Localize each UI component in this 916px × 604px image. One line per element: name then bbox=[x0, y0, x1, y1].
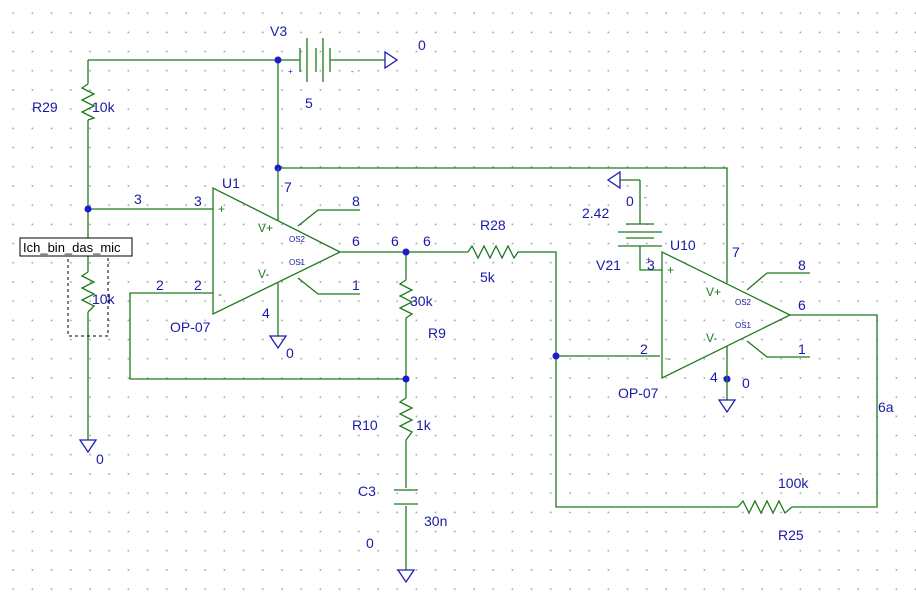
resistor-r9[interactable]: 30k R9 bbox=[398, 279, 446, 341]
u10-triangle bbox=[661, 250, 792, 380]
junction-dot bbox=[84, 205, 92, 213]
r29-ref: R29 bbox=[32, 99, 58, 115]
r25-ref: R25 bbox=[778, 527, 804, 543]
r10-value: 1k bbox=[416, 417, 432, 433]
u10-in-plus: + bbox=[667, 263, 674, 277]
u1-model: OP-07 bbox=[170, 319, 211, 335]
u10-pin2: 2 bbox=[640, 341, 648, 357]
mic-label: Ich_bin_das_mic bbox=[23, 240, 121, 255]
r9-ref: R9 bbox=[428, 325, 446, 341]
net6-label-b: 6 bbox=[423, 233, 431, 249]
junction-dot bbox=[402, 375, 410, 383]
net3-label: 3 bbox=[134, 191, 142, 207]
net6-label-a: 6 bbox=[391, 233, 399, 249]
r29-value: 10k bbox=[92, 99, 116, 115]
r10-ref: R10 bbox=[352, 417, 378, 433]
r28-ref: R28 bbox=[480, 217, 506, 233]
v3-value: 5 bbox=[305, 95, 313, 111]
junction-dot bbox=[552, 352, 560, 360]
u1-pin4: 4 bbox=[262, 305, 270, 321]
ground-v3[interactable]: 0 bbox=[384, 37, 426, 70]
u10-os1: OS1 bbox=[735, 321, 752, 330]
ground-u10[interactable]: 0 bbox=[717, 375, 750, 414]
u1-vplus: V+ bbox=[258, 221, 273, 235]
u10-pin4: 4 bbox=[710, 369, 718, 385]
ground-u10-label: 0 bbox=[742, 375, 750, 391]
ground-u1[interactable]: 0 bbox=[268, 335, 294, 361]
u10-pin7: 7 bbox=[732, 244, 740, 260]
r28-value: 5k bbox=[480, 269, 496, 285]
wire-r28-r25[interactable] bbox=[518, 251, 738, 508]
net2-label: 2 bbox=[156, 277, 164, 293]
u1-os1: OS1 bbox=[289, 258, 306, 267]
c3-node-label: 0 bbox=[366, 535, 374, 551]
resistor-r25[interactable]: 100k R25 bbox=[737, 475, 809, 543]
wire-net2-feedback[interactable] bbox=[129, 292, 406, 380]
u10-in-minus: - bbox=[667, 351, 671, 365]
net6a-label: 6a bbox=[878, 399, 894, 415]
v3-plus: + bbox=[288, 67, 293, 76]
r25-value: 100k bbox=[778, 475, 809, 491]
mic-component[interactable]: Ich_bin_das_mic 10k bbox=[19, 237, 133, 337]
u10-os2: OS2 bbox=[735, 298, 752, 307]
junction-dot bbox=[402, 248, 410, 256]
u1-ref: U1 bbox=[222, 175, 240, 191]
ground-mic[interactable]: 0 bbox=[78, 439, 104, 467]
u1-pin3: 3 bbox=[194, 193, 202, 209]
junction-dot bbox=[274, 56, 282, 64]
u1-pin2: 2 bbox=[194, 277, 202, 293]
ground-v21-label: 0 bbox=[626, 193, 634, 209]
mic-dashed-box bbox=[67, 255, 109, 337]
resistor-r28[interactable]: R28 5k bbox=[467, 217, 519, 285]
u1-in-plus: + bbox=[218, 202, 225, 216]
ground-v21[interactable]: 0 bbox=[606, 170, 634, 209]
c3-ref: C3 bbox=[358, 483, 376, 499]
wires bbox=[87, 59, 878, 570]
ground-u1-label: 0 bbox=[286, 345, 294, 361]
u1-pin1: 1 bbox=[352, 277, 360, 293]
battery-v3[interactable]: V3 5 + - bbox=[270, 23, 354, 111]
voltage-source-v21[interactable]: 2.42 V21 - + bbox=[582, 193, 662, 273]
opamp-u10[interactable]: U10 OP-07 + - V+ V- OS2 OS1 3 2 7 4 8 1 … bbox=[618, 237, 810, 401]
u10-pin1: 1 bbox=[798, 341, 806, 357]
v21-ref: V21 bbox=[596, 257, 621, 273]
resistor-r10[interactable]: R10 1k bbox=[352, 397, 432, 441]
v21-value: 2.42 bbox=[582, 205, 609, 221]
capacitor-c3[interactable]: C3 30n 0 bbox=[358, 483, 447, 551]
u10-pin8: 8 bbox=[798, 257, 806, 273]
u1-pin8: 8 bbox=[352, 193, 360, 209]
u10-pin3: 3 bbox=[647, 257, 655, 273]
u1-os2: OS2 bbox=[289, 235, 306, 244]
u10-model: OP-07 bbox=[618, 385, 659, 401]
v3-minus: - bbox=[351, 67, 354, 76]
u1-pin6: 6 bbox=[352, 233, 360, 249]
u10-vminus: V- bbox=[706, 331, 717, 345]
v21-plus: + bbox=[646, 255, 651, 264]
u1-triangle bbox=[212, 186, 342, 316]
opamp-u1[interactable]: U1 OP-07 + - V+ V- OS2 OS1 3 2 7 4 8 1 6 bbox=[170, 168, 360, 336]
ground-mic-label: 0 bbox=[96, 451, 104, 467]
u1-in-minus: - bbox=[218, 287, 222, 301]
c3-value: 30n bbox=[424, 513, 447, 529]
resistor-r29[interactable]: R29 10k bbox=[32, 83, 116, 121]
wire-v21-u10[interactable] bbox=[639, 246, 662, 271]
v21-minus: - bbox=[644, 193, 647, 202]
u10-pin6: 6 bbox=[798, 297, 806, 313]
u1-vminus: V- bbox=[258, 267, 269, 281]
u10-ref: U10 bbox=[670, 237, 696, 253]
ground-v3-label: 0 bbox=[418, 37, 426, 53]
v3-ref: V3 bbox=[270, 23, 287, 39]
wire-u10-vplus-supply[interactable] bbox=[278, 167, 728, 270]
r9-value: 30k bbox=[410, 293, 434, 309]
ground-c3[interactable] bbox=[396, 569, 416, 584]
wire-r25-out[interactable] bbox=[790, 314, 878, 508]
u10-vplus: V+ bbox=[706, 285, 721, 299]
u1-pin7: 7 bbox=[284, 179, 292, 195]
mic-value: 10k bbox=[92, 291, 116, 307]
